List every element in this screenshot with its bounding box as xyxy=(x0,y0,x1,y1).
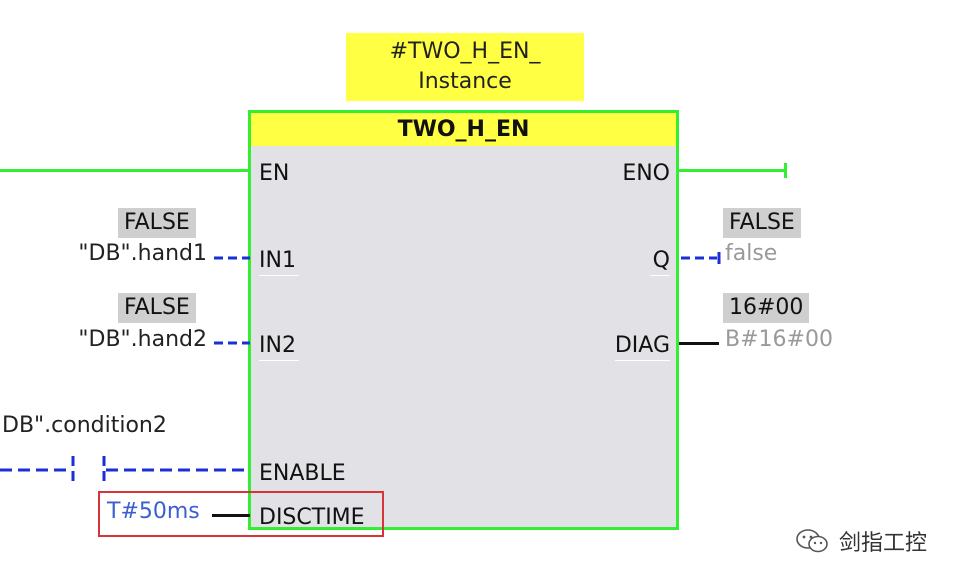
in1-wire xyxy=(214,256,250,260)
pin-in2[interactable]: IN2 xyxy=(259,333,296,358)
block-title: TWO_H_EN xyxy=(251,113,676,146)
two-hand-enable-block[interactable]: TWO_H_EN EN ENO IN1 Q IN2 DIAG ENABLE DI… xyxy=(248,110,679,530)
enable-contact-wire xyxy=(0,456,250,484)
pin-in1-underline xyxy=(259,275,299,276)
watermark: 剑指工控 xyxy=(795,525,927,557)
enable-contact-operand[interactable]: DB".condition2 xyxy=(2,413,167,438)
diag-status-value: 16#00 xyxy=(723,293,810,323)
pin-in1[interactable]: IN1 xyxy=(259,248,296,273)
in2-operand[interactable]: "DB".hand2 xyxy=(78,327,207,352)
instance-db-label[interactable]: #TWO_H_EN_ Instance xyxy=(346,33,584,101)
pin-en[interactable]: EN xyxy=(259,161,290,186)
pin-q-underline xyxy=(650,275,670,276)
instance-db-suffix: Instance xyxy=(418,69,512,94)
pin-in2-underline xyxy=(259,360,299,361)
en-power-line xyxy=(0,169,250,172)
pin-q[interactable]: Q xyxy=(652,248,670,273)
disctime-highlight-box xyxy=(98,491,384,537)
in2-wire xyxy=(214,341,250,345)
q-wire xyxy=(681,252,721,264)
pin-diag-underline xyxy=(615,360,670,361)
pin-diag[interactable]: DIAG xyxy=(614,333,670,358)
instance-db-name: #TWO_H_EN_ xyxy=(389,39,541,64)
diag-operand[interactable]: B#16#00 xyxy=(725,327,833,352)
eno-power-line xyxy=(679,169,787,172)
disctime-operand[interactable]: T#50ms xyxy=(107,499,200,524)
in2-status-value: FALSE xyxy=(118,293,196,323)
pin-eno[interactable]: ENO xyxy=(622,161,670,186)
pin-enable[interactable]: ENABLE xyxy=(259,461,346,486)
in1-status-value: FALSE xyxy=(118,208,196,238)
wechat-icon xyxy=(796,529,828,553)
pin-disctime[interactable]: DISCTIME xyxy=(259,505,365,530)
q-status-value: FALSE xyxy=(723,208,801,238)
disctime-wire xyxy=(212,514,250,517)
watermark-text: 剑指工控 xyxy=(839,531,928,556)
diag-wire xyxy=(679,342,719,345)
in1-operand[interactable]: "DB".hand1 xyxy=(78,241,207,266)
eno-line-end xyxy=(784,163,787,178)
q-operand[interactable]: false xyxy=(725,241,778,266)
